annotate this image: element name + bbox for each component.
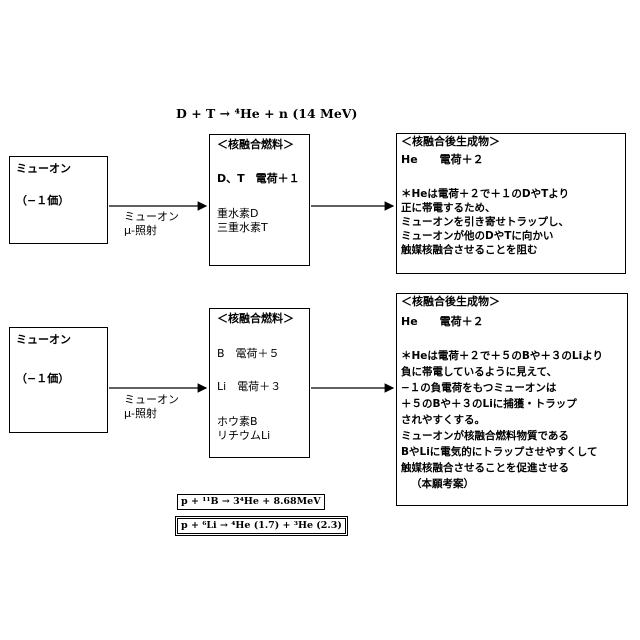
note-line: 触媒核融合させることを阻む bbox=[401, 243, 569, 257]
muon-title: ミューオン bbox=[16, 333, 71, 347]
note-line: 負に帯電しているように見えて、 bbox=[401, 364, 603, 380]
product-box-2: ＜核融合後生成物＞ He 電荷＋２ ＊Heは電荷＋２で＋５のBや＋３のLiより … bbox=[396, 293, 628, 506]
product-notes: ＊Heは電荷＋２で＋５のBや＋３のLiより 負に帯電しているように見えて、 −１… bbox=[401, 348, 603, 492]
fuel-line1: D、T 電荷＋１ bbox=[217, 172, 300, 186]
fuel-box-2: ＜核融合燃料＞ B 電荷＋５ Li 電荷＋３ ホウ素B リチウムLi bbox=[209, 308, 310, 458]
fuel-title: ＜核融合燃料＞ bbox=[217, 312, 294, 326]
note-line: されやすくする。 bbox=[401, 412, 603, 428]
product-title: ＜核融合後生成物＞ bbox=[401, 295, 500, 309]
muon-box-2: ミューオン （−１価） bbox=[9, 327, 108, 433]
note-line: ＊Heは電荷＋２で＋１のDやTより bbox=[401, 187, 569, 201]
note-line: ミューオンが核融合燃料物質である bbox=[401, 428, 603, 444]
note-line: 正に帯電するため、 bbox=[401, 201, 569, 215]
muon-box-1: ミューオン （−１価） bbox=[9, 156, 108, 244]
muon-title: ミューオン bbox=[16, 162, 71, 176]
irradiation-line1: ミューオン bbox=[124, 210, 179, 224]
irradiation-label-1: ミューオン μ-照射 bbox=[124, 210, 179, 238]
note-line: −１の負電荷をもつミューオンは bbox=[401, 380, 603, 396]
irradiation-line1: ミューオン bbox=[124, 393, 179, 407]
note-line: ＊Heは電荷＋２で＋５のBや＋３のLiより bbox=[401, 348, 603, 364]
product-title: ＜核融合後生成物＞ bbox=[401, 135, 500, 149]
irradiation-line2: μ-照射 bbox=[124, 224, 179, 238]
product-notes: ＊Heは電荷＋２で＋１のDやTより 正に帯電するため、 ミューオンを引き寄せトラ… bbox=[401, 187, 569, 257]
muon-charge: （−１価） bbox=[16, 194, 69, 208]
product-line1: He 電荷＋２ bbox=[401, 315, 484, 329]
fuel-line3: ホウ素B bbox=[217, 415, 258, 429]
equation-p-li6: p + ⁶Li → ⁴He (1.7) + ³He (2.3) bbox=[177, 518, 346, 534]
note-line: BやLiに電気的にトラップさせやすくして bbox=[401, 444, 603, 460]
fuel-line4: リチウムLi bbox=[217, 429, 270, 443]
muon-charge: （−１価） bbox=[16, 372, 69, 386]
fuel-line3: 三重水素T bbox=[217, 221, 268, 235]
note-line: 触媒核融合させることを促進させる bbox=[401, 460, 603, 476]
irradiation-line2: μ-照射 bbox=[124, 407, 179, 421]
note-line: ＋５のBや＋３のLiに捕獲・トラップ bbox=[401, 396, 603, 412]
product-box-1: ＜核融合後生成物＞ He 電荷＋２ ＊Heは電荷＋２で＋１のDやTより 正に帯電… bbox=[396, 133, 626, 274]
note-line: ミューオンが他のDやTに向かい bbox=[401, 229, 569, 243]
note-line: ミューオンを引き寄せトラップし、 bbox=[401, 215, 569, 229]
fuel-line2: 重水素D bbox=[217, 207, 258, 221]
product-line1: He 電荷＋２ bbox=[401, 153, 484, 167]
equation-p-b11: p + ¹¹B → 3⁴He + 8.68MeV bbox=[177, 494, 325, 510]
irradiation-label-2: ミューオン μ-照射 bbox=[124, 393, 179, 421]
fuel-line1: B 電荷＋５ bbox=[217, 347, 280, 361]
fuel-title: ＜核融合燃料＞ bbox=[217, 138, 294, 152]
fuel-box-1: ＜核融合燃料＞ D、T 電荷＋１ 重水素D 三重水素T bbox=[209, 134, 310, 266]
note-line: （本願考案） bbox=[401, 476, 603, 492]
fuel-line2: Li 電荷＋３ bbox=[217, 380, 281, 394]
